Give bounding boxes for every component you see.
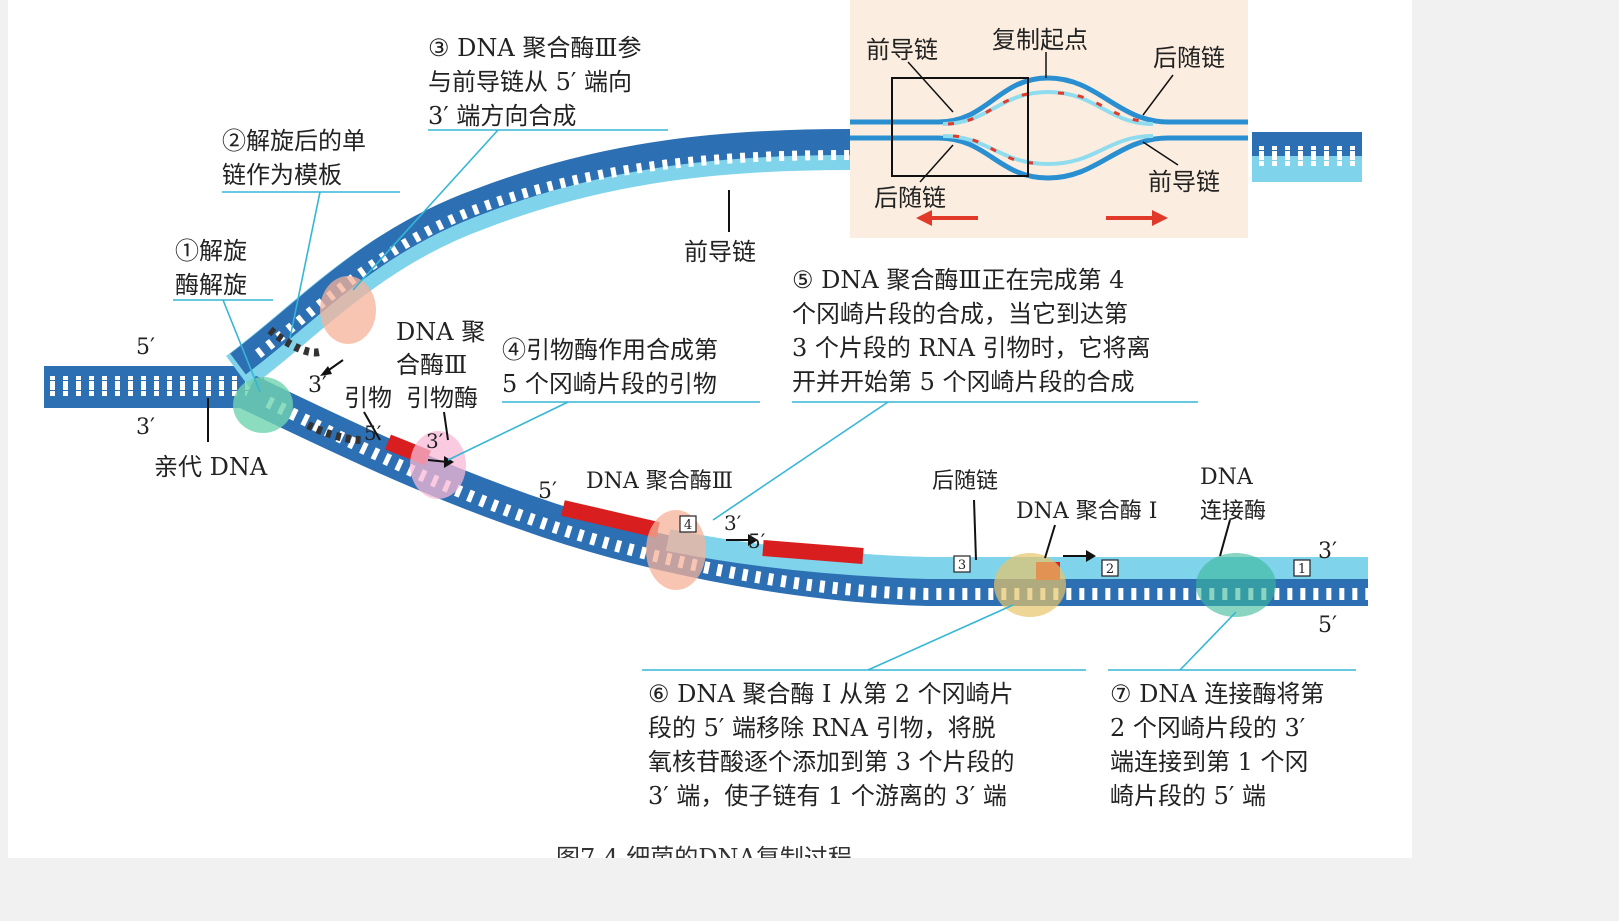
ligase-enzyme [1196, 553, 1276, 617]
step6-line2: 段的 5′ 端移除 RNA 引物，将脱 [648, 714, 996, 742]
step3-line1: ③ DNA 聚合酶Ⅲ参 [428, 34, 642, 62]
ligase-label-line2: 连接酶 [1200, 499, 1266, 524]
dna-replication-diagram: 前导链 复制起点 后随链 后随链 前导链 [8, 0, 1412, 858]
step5-line3: 3 个片段的 RNA 引物时，它将离 [792, 334, 1151, 362]
right-3-prime: 3′ [1318, 539, 1337, 564]
pol3-label-b: DNA 聚合酶Ⅲ [586, 469, 733, 494]
step3-line2: 与前导链从 5′ 端向 [428, 68, 632, 96]
step7-line1: ⑦ DNA 连接酶将第 [1110, 680, 1324, 708]
fragment-num-1: 1 [1298, 562, 1306, 577]
parent-dna-label: 亲代 DNA [154, 453, 268, 481]
step7-line4: 崎片段的 5′ 端 [1110, 782, 1266, 810]
step6-line3: 氧核苷酸逐个添加到第 3 个片段的 [648, 748, 1015, 776]
pol3-label-a-line2: 合酶Ⅲ [396, 351, 467, 379]
primer-3-prime: 3′ [426, 429, 444, 453]
step5-line2: 个冈崎片段的合成，当它到达第 [792, 300, 1128, 328]
leading-strand-label: 前导链 [684, 238, 756, 266]
fragment-5-prime: 5′ [538, 479, 557, 504]
step1-line1: ①解旋 [175, 237, 247, 265]
pol1-label: DNA 聚合酶 Ⅰ [1016, 499, 1157, 524]
inset-panel: 前导链 复制起点 后随链 后随链 前导链 [850, 0, 1248, 238]
step4-line2: 5 个冈崎片段的引物 [502, 370, 717, 398]
right-5-prime: 5′ [1318, 613, 1337, 638]
lagging-strand-label: 后随链 [932, 469, 998, 494]
fragment4-5-prime: 5′ [748, 529, 766, 553]
step3-line3: 3′ 端方向合成 [428, 102, 576, 130]
fragment-3-primer [763, 548, 863, 556]
step6-line1: ⑥ DNA 聚合酶 Ⅰ 从第 2 个冈崎片 [648, 680, 1014, 708]
figure-canvas: 前导链 复制起点 后随链 后随链 前导链 [8, 0, 1412, 858]
step2-line1: ②解旋后的单 [222, 127, 366, 155]
pol3-lagging [646, 510, 706, 590]
parent-3-prime: 3′ [136, 415, 155, 440]
step4-line1: ④引物酶作用合成第 [502, 336, 718, 364]
inset-origin: 复制起点 [992, 26, 1088, 54]
primer-5-prime: 5′ [364, 421, 382, 445]
step5-line4: 开并开始第 5 个冈崎片段的合成 [792, 368, 1135, 396]
inset-lagging-right: 后随链 [1153, 44, 1225, 72]
ligase-label-line1: DNA [1200, 465, 1254, 490]
fragment-num-4: 4 [684, 518, 692, 533]
pol3-leading [320, 276, 376, 344]
step1-line2: 酶解旋 [175, 271, 247, 299]
parent-5-prime: 5′ [136, 335, 155, 360]
primase-label: 引物酶 [406, 384, 478, 412]
lagging-strand-arm [248, 392, 1368, 594]
figure-caption: 图7-4 细菌的DNA复制过程 [556, 844, 852, 858]
step5-line1: ⑤ DNA 聚合酶Ⅲ正在完成第 4 [792, 266, 1124, 294]
primer-label: 引物 [344, 384, 392, 412]
inset-leading-left: 前导链 [866, 36, 938, 64]
step2-line2: 链作为模板 [222, 161, 342, 189]
helicase [233, 377, 293, 433]
step6-line4: 3′ 端，使子链有 1 个游离的 3′ 端 [648, 782, 1007, 810]
fragment-num-3: 3 [958, 558, 966, 573]
fragment-num-2: 2 [1106, 562, 1114, 577]
parent-dna [44, 366, 264, 408]
step7-line2: 2 个冈崎片段的 3′ [1110, 714, 1305, 742]
fragment4-3-prime: 3′ [724, 511, 742, 535]
leading-3-prime: 3′ [308, 373, 327, 398]
top-right-dna-segment [1252, 132, 1362, 182]
inset-lagging-left: 后随链 [874, 184, 946, 212]
step7-line3: 端连接到第 1 个冈 [1110, 748, 1309, 776]
pol3-label-a-line1: DNA 聚 [396, 318, 485, 346]
inset-leading-right: 前导链 [1148, 168, 1220, 196]
pol1-enzyme [994, 553, 1066, 617]
